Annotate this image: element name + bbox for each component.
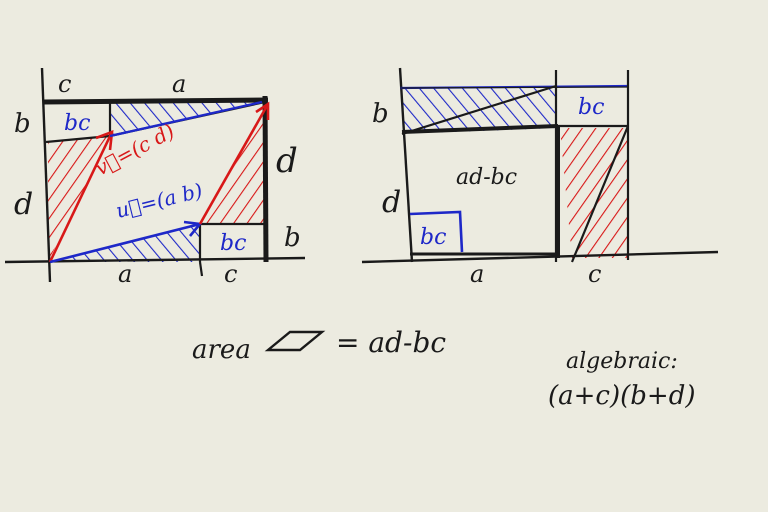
left-box-bc-bottom: bc [220, 231, 246, 256]
right-label-b-left: b [372, 99, 389, 129]
right-inner-bc-box [409, 210, 464, 253]
right-center-text: ad-bc [456, 165, 517, 190]
left-label-a-top: a [172, 70, 186, 98]
right-red-region [560, 128, 628, 258]
left-label-a-bottom: a [118, 260, 132, 288]
area-equation: area = ad-bc [192, 326, 446, 365]
left-c-tick [198, 261, 204, 277]
left-top-edge [43, 97, 269, 105]
right-label-a-bottom: a [470, 260, 484, 288]
vector-u-arrow [49, 222, 201, 264]
left-label-c-bottom: c [224, 260, 237, 288]
algebraic-line1: algebraic: [566, 349, 678, 374]
algebraic-note: algebraic: (a+c)(b+d) [548, 349, 696, 411]
right-figure: b d a c bc bc ad-bc [361, 67, 719, 288]
equation-lhs: area [192, 335, 251, 365]
left-figure: c a b d d b a c bc bc v⃗=(c d) u⃗=(a b) [4, 67, 306, 288]
vector-u-label: u⃗=(a b) [113, 178, 205, 223]
parallelogram-side-blue [109, 100, 263, 138]
parallelogram-side-red-head [255, 101, 270, 120]
parallelogram-symbol [264, 330, 326, 352]
left-label-b-right: b [284, 223, 301, 253]
right-axis-vertical [398, 67, 414, 263]
left-box-bc-top: bc [64, 111, 90, 136]
right-label-d-left: d [382, 185, 401, 220]
left-axis-vertical [40, 67, 52, 283]
parallelogram-side-red [198, 103, 270, 225]
vector-v-arrowhead [95, 130, 114, 151]
right-c-diagonal [570, 125, 630, 263]
right-box-bc-top: bc [578, 95, 604, 120]
algebraic-line2: (a+c)(b+d) [548, 381, 696, 411]
right-top-line-ink [399, 86, 629, 89]
right-inner-top [401, 124, 559, 134]
right-label-c-bottom: c [588, 260, 601, 288]
left-label-b-left: b [14, 109, 31, 139]
left-right-edge [262, 95, 269, 263]
right-axis-horizontal [361, 250, 719, 264]
left-label-d-left: d [14, 187, 33, 222]
left-label-c-top: c [58, 70, 71, 98]
right-box-bc-inner: bc [420, 225, 446, 250]
left-label-d-right: d [276, 141, 298, 181]
equation-rhs: = ad-bc [336, 326, 446, 359]
right-diagonal [401, 84, 557, 136]
vector-v-arrow [48, 131, 114, 263]
